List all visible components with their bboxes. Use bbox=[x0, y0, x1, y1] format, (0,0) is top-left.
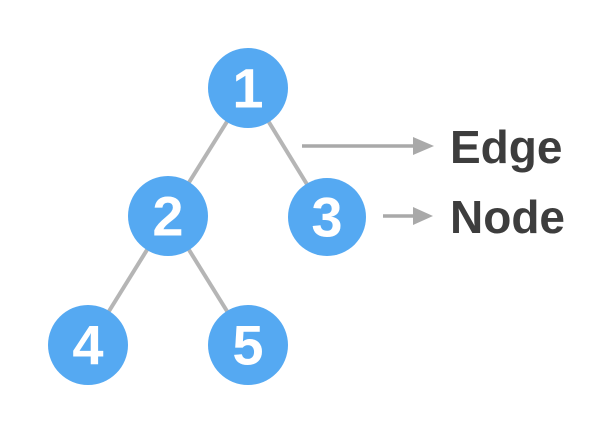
node-circle bbox=[48, 305, 128, 385]
tree-node-1: 1 bbox=[208, 48, 288, 128]
edge-label: Edge bbox=[450, 121, 562, 173]
tree-nodes: 1 2 3 4 5 bbox=[48, 48, 366, 385]
arrowhead-icon bbox=[413, 207, 433, 225]
node-circle bbox=[128, 176, 208, 256]
node-circle bbox=[288, 178, 366, 256]
tree-node-3: 3 bbox=[288, 178, 366, 256]
node-value: 4 bbox=[72, 314, 103, 377]
node-value: 3 bbox=[311, 186, 342, 249]
node-annotation: Node bbox=[383, 191, 565, 243]
node-label: Node bbox=[450, 191, 565, 243]
arrowhead-icon bbox=[413, 137, 434, 155]
tree-node-2: 2 bbox=[128, 176, 208, 256]
node-circle bbox=[208, 305, 288, 385]
node-value: 5 bbox=[232, 314, 263, 377]
tree-node-5: 5 bbox=[208, 305, 288, 385]
edge-annotation: Edge bbox=[302, 121, 562, 173]
tree-node-4: 4 bbox=[48, 305, 128, 385]
node-value: 2 bbox=[152, 185, 183, 248]
node-value: 1 bbox=[232, 57, 263, 120]
node-circle bbox=[208, 48, 288, 128]
